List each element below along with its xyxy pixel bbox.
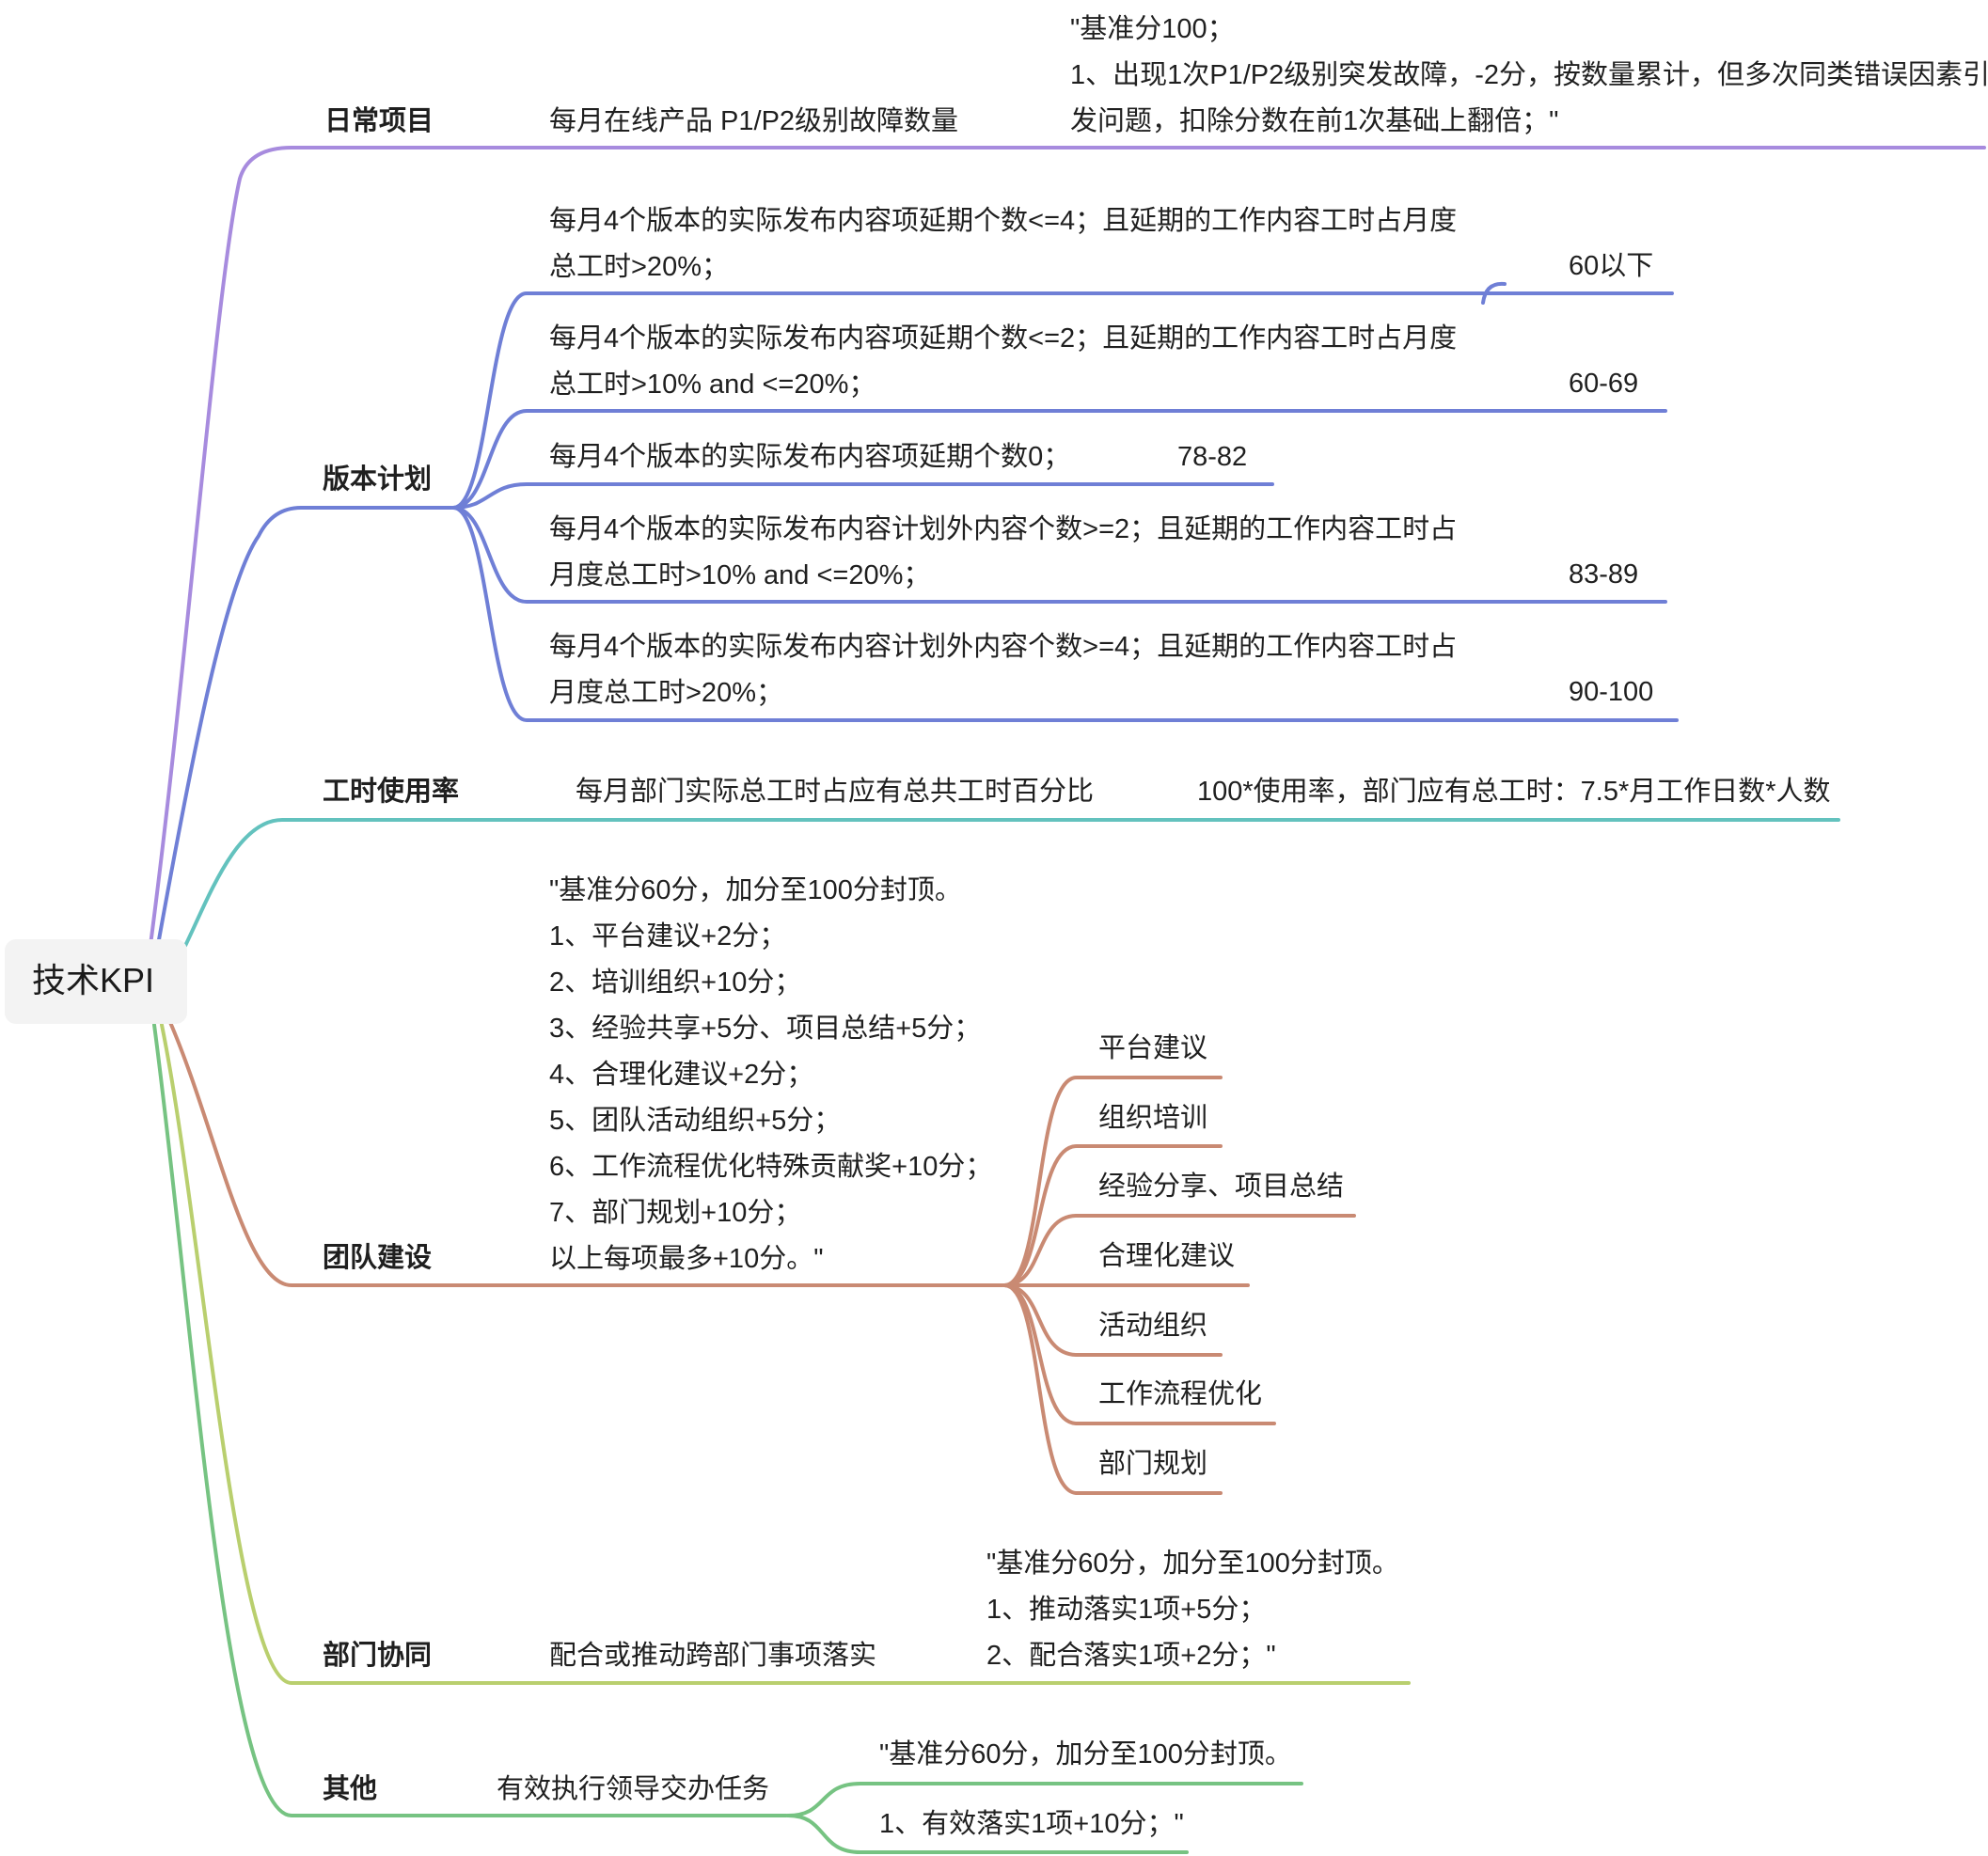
connector-team-item — [1002, 1144, 1223, 1287]
hours-rule[interactable]: 100*使用率，部门应有总工时：7.5*月工作日数*人数 — [1197, 777, 1831, 807]
version-condition-1[interactable]: 每月4个版本的实际发布内容项延期个数<=4；且延期的工作内容工时占月度 总工时>… — [549, 206, 1458, 282]
team-subitem[interactable]: 经验分享、项目总结 — [1098, 1172, 1345, 1202]
branch-collab-label[interactable]: 部门协同 — [323, 1641, 433, 1671]
version-condition-2[interactable]: 每月4个版本的实际发布内容项延期个数<=2；且延期的工作内容工时占月度 总工时>… — [549, 323, 1458, 400]
connector-version-item — [451, 506, 1679, 722]
version-score-3[interactable]: 78-82 — [1177, 442, 1248, 472]
connector-daily — [149, 146, 1986, 947]
daily-rule[interactable]: "基准分100； 1、出现1次P1/P2级别突发故障，-2分，按数量累计，但多次… — [1070, 14, 1988, 136]
version-condition-4[interactable]: 每月4个版本的实际发布内容计划外内容个数>=2；且延期的工作内容工时占 月度总工… — [549, 514, 1458, 590]
branch-version-label[interactable]: 版本计划 — [323, 464, 433, 495]
hours-metric[interactable]: 每月部门实际总工时占应有总共工时百分比 — [576, 777, 1095, 807]
root-node[interactable] — [5, 939, 187, 1024]
connector-version-arc — [1481, 281, 1507, 305]
connector-other — [152, 1023, 788, 1817]
connector-team — [167, 1018, 1004, 1287]
other-metric[interactable]: 有效执行领导交办任务 — [497, 1774, 770, 1804]
connector-version-item — [451, 409, 1667, 510]
connector-version-item — [451, 482, 1274, 510]
team-subitem[interactable]: 工作流程优化 — [1098, 1379, 1263, 1409]
version-condition-5[interactable]: 每月4个版本的实际发布内容计划外内容个数>=4；且延期的工作内容工时占 月度总工… — [549, 632, 1458, 708]
version-score-1[interactable]: 60以下 — [1569, 251, 1654, 281]
connector-collab — [160, 1023, 1411, 1685]
connector-version-item — [451, 291, 1674, 510]
connector-team-item — [1002, 1076, 1223, 1287]
branch-team-label[interactable]: 团队建设 — [323, 1243, 433, 1273]
version-condition-3[interactable]: 每月4个版本的实际发布内容项延期个数0； — [549, 442, 1071, 472]
other-rule-1[interactable]: "基准分60分，加分至100分封顶。 — [879, 1739, 1292, 1769]
connector-team-item — [1002, 1283, 1223, 1495]
connector-version — [156, 506, 453, 947]
version-score-5[interactable]: 90-100 — [1569, 677, 1654, 707]
version-score-2[interactable]: 60-69 — [1569, 369, 1639, 399]
connector-team-item — [1002, 1214, 1356, 1287]
connector-version-item — [451, 506, 1667, 604]
connector-other-item — [786, 1782, 1303, 1817]
connector-other-item — [786, 1814, 1189, 1854]
team-subitem[interactable]: 平台建议 — [1098, 1033, 1208, 1063]
daily-metric[interactable]: 每月在线产品 P1/P2级别故障数量 — [549, 106, 959, 136]
branch-daily-label[interactable]: 日常项目 — [324, 106, 434, 136]
collab-metric[interactable]: 配合或推动跨部门事项落实 — [549, 1641, 877, 1671]
version-score-4[interactable]: 83-89 — [1569, 559, 1639, 590]
team-subitem[interactable]: 合理化建议 — [1098, 1241, 1236, 1271]
team-subitem[interactable]: 活动组织 — [1098, 1311, 1208, 1341]
team-rule[interactable]: "基准分60分，加分至100分封顶。 1、平台建议+2分； 2、培训组织+10分… — [549, 875, 993, 1274]
collab-rule[interactable]: "基准分60分，加分至100分封顶。 1、推动落实1项+5分； 2、配合落实1项… — [986, 1549, 1399, 1671]
connector-hours — [181, 818, 1840, 952]
team-subitem[interactable]: 组织培训 — [1098, 1103, 1208, 1133]
connector-team-item — [1002, 1283, 1223, 1357]
branch-other-label[interactable]: 其他 — [323, 1774, 378, 1804]
other-rule-2[interactable]: 1、有效落实1项+10分；" — [879, 1809, 1184, 1839]
team-subitem[interactable]: 部门规划 — [1098, 1449, 1208, 1479]
branch-hours-label[interactable]: 工时使用率 — [323, 777, 460, 807]
root-node-label: 技术KPI — [32, 961, 155, 999]
